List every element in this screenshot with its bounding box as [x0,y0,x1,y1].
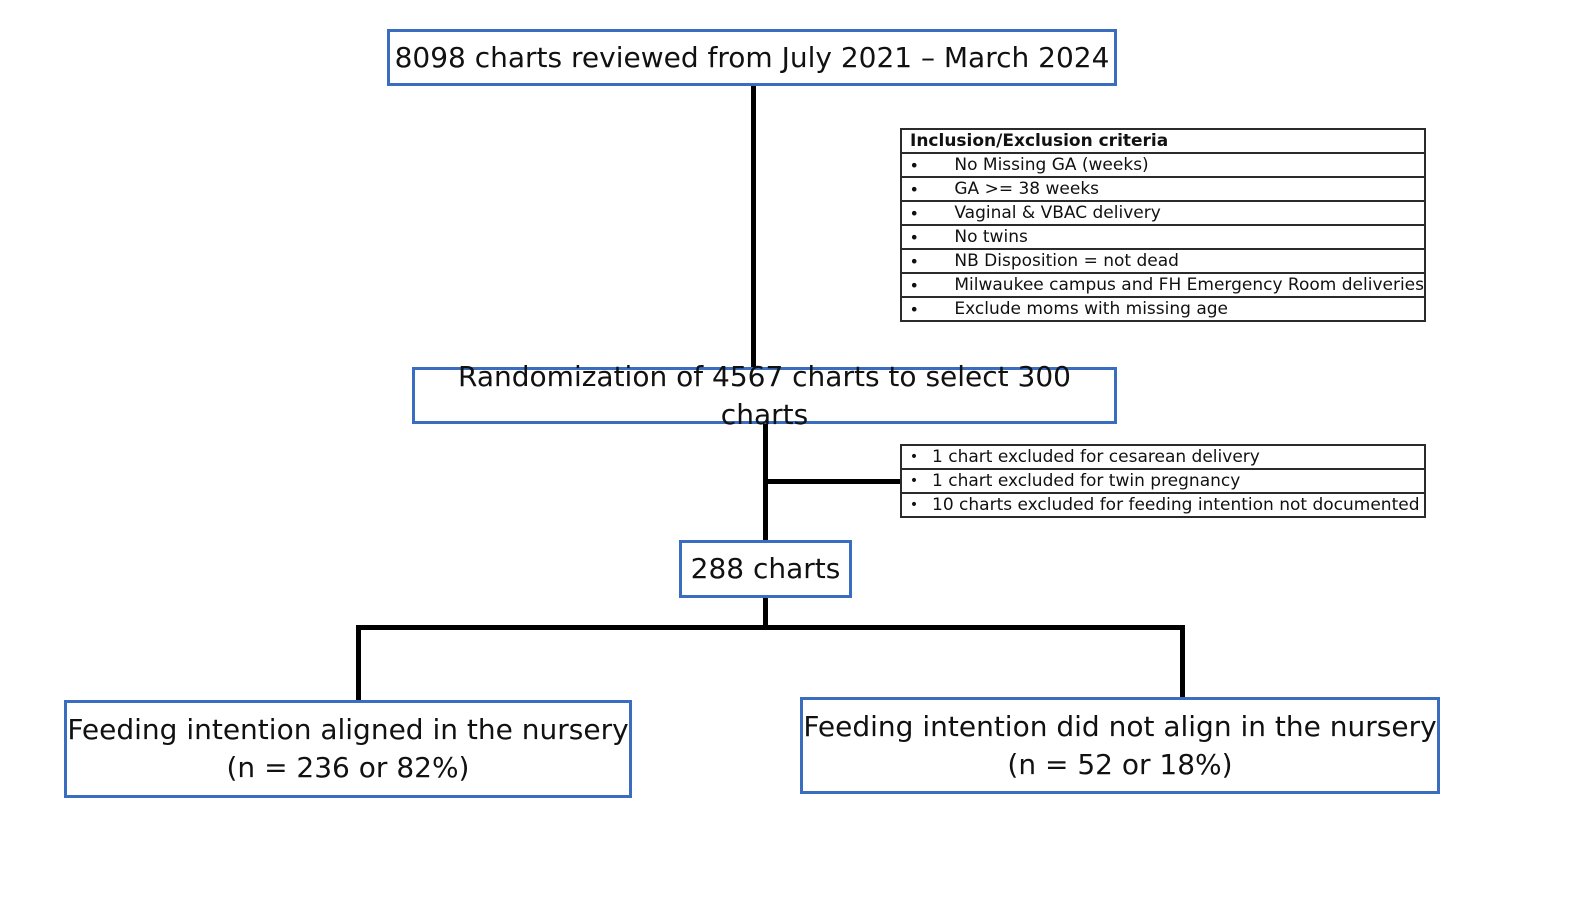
connector-split-right [1180,625,1185,700]
charts-reviewed-box: 8098 charts reviewed from July 2021 – Ma… [387,29,1117,86]
outcome-not-aligned-title: Feeding intention did not align in the n… [803,709,1437,743]
bullet-icon: • [900,492,926,518]
outcome-aligned-box: Feeding intention aligned in the nursery… [64,700,632,798]
final-charts-box: 288 charts [679,540,852,598]
criteria-item: No Missing GA (weeks) [926,152,1426,178]
randomization-box: Randomization of 4567 charts to select 3… [412,360,1117,431]
criteria-item: NB Disposition = not dead [926,248,1426,274]
criteria-row: • No Missing GA (weeks) [899,152,1426,178]
criteria-item: Vaginal & VBAC delivery [926,200,1426,226]
connector-exclusions-branch [765,479,903,484]
bullet-icon: • [899,176,927,202]
exclusion-item: 10 charts excluded for feeding intention… [926,492,1426,518]
criteria-row: • Exclude moms with missing age [899,296,1426,322]
bullet-icon: • [899,200,927,226]
outcome-not-aligned-box: Feeding intention did not align in the n… [800,697,1440,794]
bullet-icon: • [899,296,927,322]
exclusion-item: 1 chart excluded for cesarean delivery [926,444,1426,470]
bullet-icon: • [899,272,927,298]
bullet-icon: • [900,444,926,470]
criteria-item: Milwaukee campus and FH Emergency Room d… [926,272,1426,298]
charts-reviewed-text: 8098 charts reviewed from July 2021 – Ma… [394,40,1110,74]
outcome-aligned-title: Feeding intention aligned in the nursery [67,713,629,747]
outcome-not-aligned-count: (n = 52 or 18%) [1007,747,1233,781]
criteria-row: • No twins [899,224,1426,250]
final-charts-text: 288 charts [690,552,841,586]
criteria-item: No twins [926,224,1426,250]
exclusion-row: • 1 chart excluded for twin pregnancy [900,468,1426,494]
inclusion-criteria-table: Inclusion/Exclusion criteria • No Missin… [899,128,1426,322]
connector-split-horizontal [356,625,1185,630]
bullet-icon: • [899,152,927,178]
exclusion-row: • 10 charts excluded for feeding intenti… [900,492,1426,518]
criteria-item: Exclude moms with missing age [926,296,1426,322]
exclusion-item: 1 chart excluded for twin pregnancy [926,468,1426,494]
criteria-row: • NB Disposition = not dead [899,248,1426,274]
criteria-row: • GA >= 38 weeks [899,176,1426,202]
criteria-item: GA >= 38 weeks [926,176,1426,202]
exclusion-row: • 1 chart excluded for cesarean delivery [900,444,1426,470]
outcome-aligned-count: (n = 236 or 82%) [226,751,470,784]
connector-split-left [356,625,361,703]
connector-top-to-randomization [751,84,756,370]
criteria-header-row: Inclusion/Exclusion criteria [900,128,1426,154]
randomization-text: Randomization of 4567 charts to select 3… [458,359,1071,431]
criteria-row: • Milwaukee campus and FH Emergency Room… [899,272,1426,298]
exclusions-table: • 1 chart excluded for cesarean delivery… [900,444,1426,518]
bullet-icon: • [899,248,927,274]
criteria-header: Inclusion/Exclusion criteria [900,128,1426,154]
connector-288-to-split [763,596,768,628]
bullet-icon: • [899,224,927,250]
bullet-icon: • [900,468,926,494]
criteria-row: • Vaginal & VBAC delivery [899,200,1426,226]
